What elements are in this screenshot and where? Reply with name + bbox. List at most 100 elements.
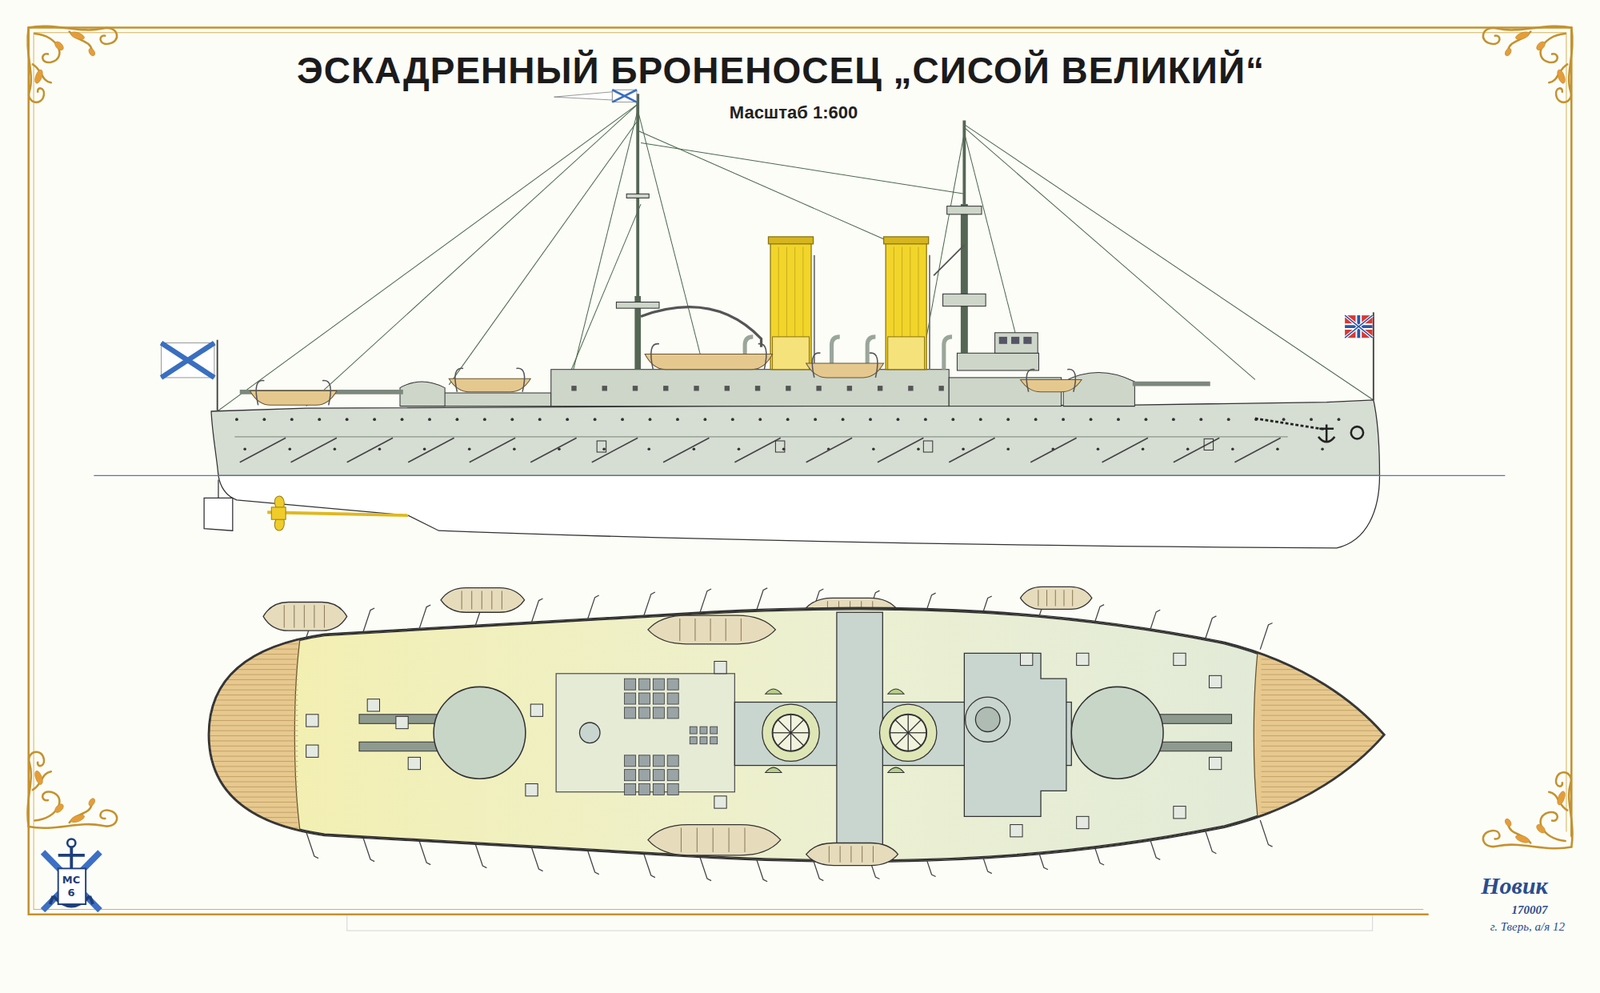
ornament-leaf — [1514, 833, 1530, 844]
net-shelf — [234, 436, 1288, 437]
boat — [648, 824, 781, 856]
hatch — [1208, 675, 1221, 688]
net-boom — [469, 437, 516, 463]
porthole — [872, 447, 876, 451]
net-boom — [734, 437, 780, 463]
skylight — [652, 755, 664, 767]
emblem-number: 6 — [67, 887, 75, 900]
hatch — [396, 716, 408, 728]
flying-bridge — [836, 612, 883, 857]
plank-line — [193, 694, 298, 696]
boat — [806, 843, 899, 866]
wood-planking — [1253, 602, 1398, 868]
boat — [644, 354, 772, 370]
funnel-rim — [768, 236, 813, 244]
ventilator — [765, 688, 782, 694]
porthole — [868, 417, 872, 421]
plank-line — [1261, 832, 1399, 833]
gun-port — [1204, 438, 1213, 450]
porthole — [333, 447, 337, 451]
corner-ornament — [27, 752, 117, 828]
rigging-line — [640, 143, 964, 195]
funnel-spoke — [908, 714, 909, 733]
thwart — [284, 604, 285, 628]
ornament-leaf — [53, 40, 65, 52]
boat — [648, 615, 776, 644]
porthole — [1337, 417, 1341, 421]
plank-line — [1261, 776, 1399, 777]
skylight — [624, 755, 636, 767]
porthole — [731, 417, 735, 421]
rigging-line — [637, 130, 888, 241]
bridge — [956, 352, 1039, 371]
skylight — [624, 784, 636, 796]
hatch — [1076, 816, 1089, 828]
thwart — [304, 604, 305, 628]
anchor-stock — [58, 853, 85, 857]
funnel-rim — [884, 236, 929, 244]
window — [1023, 336, 1032, 344]
plank-line — [193, 658, 298, 660]
casemate-port — [663, 385, 668, 391]
skylight — [710, 726, 718, 734]
ornament-leaf — [33, 769, 44, 785]
hatch — [1020, 652, 1033, 665]
hatch — [1076, 652, 1089, 665]
plank-line — [193, 837, 298, 839]
rigging-line — [217, 104, 639, 412]
funnel — [770, 240, 812, 370]
rigging-line — [306, 104, 639, 407]
plank-line — [1261, 674, 1399, 676]
steam-pipe — [813, 255, 816, 370]
thwart — [324, 604, 325, 628]
porthole — [692, 447, 696, 451]
porthole — [786, 417, 790, 421]
skylight — [624, 678, 636, 690]
plank-line — [1261, 857, 1399, 859]
plank-line — [1261, 812, 1399, 813]
funnel-casing — [888, 336, 925, 370]
mast-platform — [616, 302, 660, 309]
plank-line — [193, 796, 298, 798]
skylight — [652, 692, 664, 704]
thwart — [728, 827, 730, 852]
plank-line — [193, 633, 298, 635]
boat — [1020, 379, 1083, 392]
porthole — [1089, 417, 1093, 421]
plank-line — [1261, 643, 1399, 644]
hatch — [714, 660, 727, 673]
hatch — [530, 704, 543, 716]
plank-line — [193, 765, 298, 767]
postal-code: 170007 — [1512, 903, 1548, 917]
underwater-hull — [218, 475, 1380, 548]
porthole — [979, 417, 983, 421]
boat — [263, 602, 348, 632]
porthole — [235, 417, 239, 421]
porthole — [602, 447, 606, 451]
plank-line — [193, 684, 298, 685]
plank-line — [193, 612, 298, 614]
funnel-spoke — [791, 732, 810, 733]
plank-line — [1261, 750, 1399, 752]
plank-line — [1261, 668, 1399, 670]
plank-line — [193, 827, 298, 828]
ventilator — [888, 767, 904, 772]
funnel-spoke — [790, 714, 792, 733]
ornament-curl — [27, 752, 44, 827]
porthole — [961, 447, 965, 451]
plank-line — [193, 664, 298, 665]
hatch — [1173, 806, 1186, 819]
skylight — [652, 784, 664, 796]
frame-line — [33, 32, 1567, 910]
ventilator — [944, 336, 952, 370]
gun-port — [596, 440, 606, 452]
hull-side — [211, 400, 1380, 476]
porthole — [538, 417, 542, 421]
plank-line — [1261, 847, 1399, 848]
drawing-title: ЭСКАДРЕННЫЙ БРОНЕНОСЕЦ „СИСОЙ ВЕЛИКИЙ“ — [296, 49, 1265, 92]
anchor-ring — [67, 838, 76, 847]
ensign-cross — [161, 343, 215, 378]
hawse-pipe — [1351, 426, 1364, 439]
frame-line — [28, 27, 1572, 914]
net-boom — [948, 437, 995, 463]
